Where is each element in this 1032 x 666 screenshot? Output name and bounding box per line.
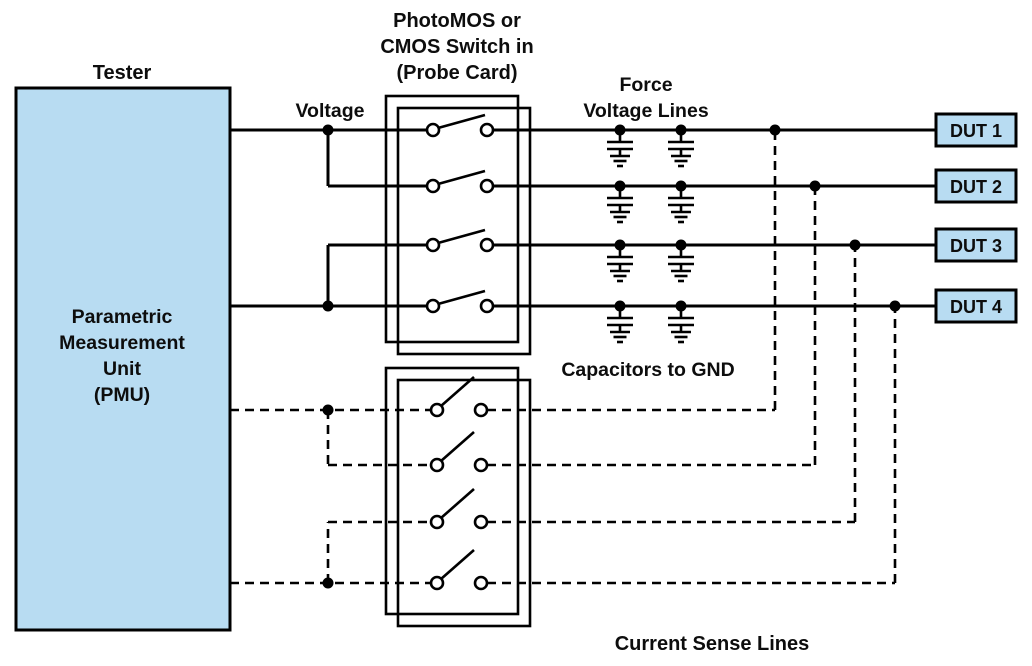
dut-boxes: DUT 1 DUT 2 DUT 3 DUT 4 [934, 112, 1018, 324]
force-lines-label-line-1: Force [619, 74, 672, 96]
photomos-switch-sense-1 [429, 375, 489, 418]
pmu-label-line-3: Unit [103, 358, 141, 380]
junction-dot [889, 300, 901, 312]
photomos-switch-force-3 [425, 228, 495, 253]
sense-wire-dut1 [230, 130, 777, 412]
junction-dot [769, 124, 781, 136]
sense-wire-dut2 [326, 186, 817, 467]
sense-wire-dut4 [230, 306, 897, 585]
photomos-switch-force-1 [425, 113, 495, 138]
switch-box-bottom-front [384, 366, 520, 616]
junction-dot [849, 239, 861, 251]
sense-wire-dut3 [326, 245, 857, 583]
voltage-label: Voltage [296, 100, 365, 122]
junction-dot [322, 577, 334, 589]
photomos-switch-sense-4 [429, 548, 489, 591]
pmu-label-line-4: (PMU) [94, 384, 150, 406]
force-wire-dut3 [326, 243, 936, 306]
capacitors-gnd-label: Capacitors to GND [561, 359, 734, 381]
dut-4-box [934, 288, 1018, 324]
force-voltage-wires [230, 128, 936, 308]
tester-box [14, 86, 232, 632]
dut-2-label: DUT 2 [950, 177, 1002, 197]
junction-dots [322, 124, 901, 589]
dut-2-box [934, 168, 1018, 204]
junction-dot [809, 180, 821, 192]
junction-dot [322, 124, 334, 136]
dut-1-label: DUT 1 [950, 121, 1002, 141]
dut-1-box [934, 112, 1018, 148]
tester-title: Tester [93, 62, 152, 84]
force-lines-label-line-2: Voltage Lines [583, 100, 708, 122]
junction-dot [322, 404, 334, 416]
photomos-switch-force-2 [425, 169, 495, 194]
switch-box-title-line-2: CMOS Switch in [380, 36, 533, 58]
dut-3-box [934, 227, 1018, 263]
photomos-switch-sense-2 [429, 430, 489, 473]
switch-box-title-line-3: (Probe Card) [396, 62, 517, 84]
photomos-switch-force-4 [425, 289, 495, 314]
switch-box-top-front [384, 94, 520, 344]
switch-box-title-line-1: PhotoMOS or [393, 10, 521, 32]
switch-box-bottom [384, 366, 532, 628]
junction-dot [322, 300, 334, 312]
switch-box-bottom-back [396, 378, 532, 628]
current-sense-label: Current Sense Lines [615, 633, 810, 655]
switch-box-top-back [396, 106, 532, 356]
force-wire-dut2 [326, 130, 936, 188]
dut-4-label: DUT 4 [950, 297, 1002, 317]
photomos-switch-sense-3 [429, 487, 489, 530]
pmu-label-line-1: Parametric [72, 306, 173, 328]
switch-box-top [384, 94, 532, 356]
dut-3-label: DUT 3 [950, 236, 1002, 256]
pmu-label-line-2: Measurement [59, 332, 185, 354]
current-sense-wires [230, 130, 897, 585]
